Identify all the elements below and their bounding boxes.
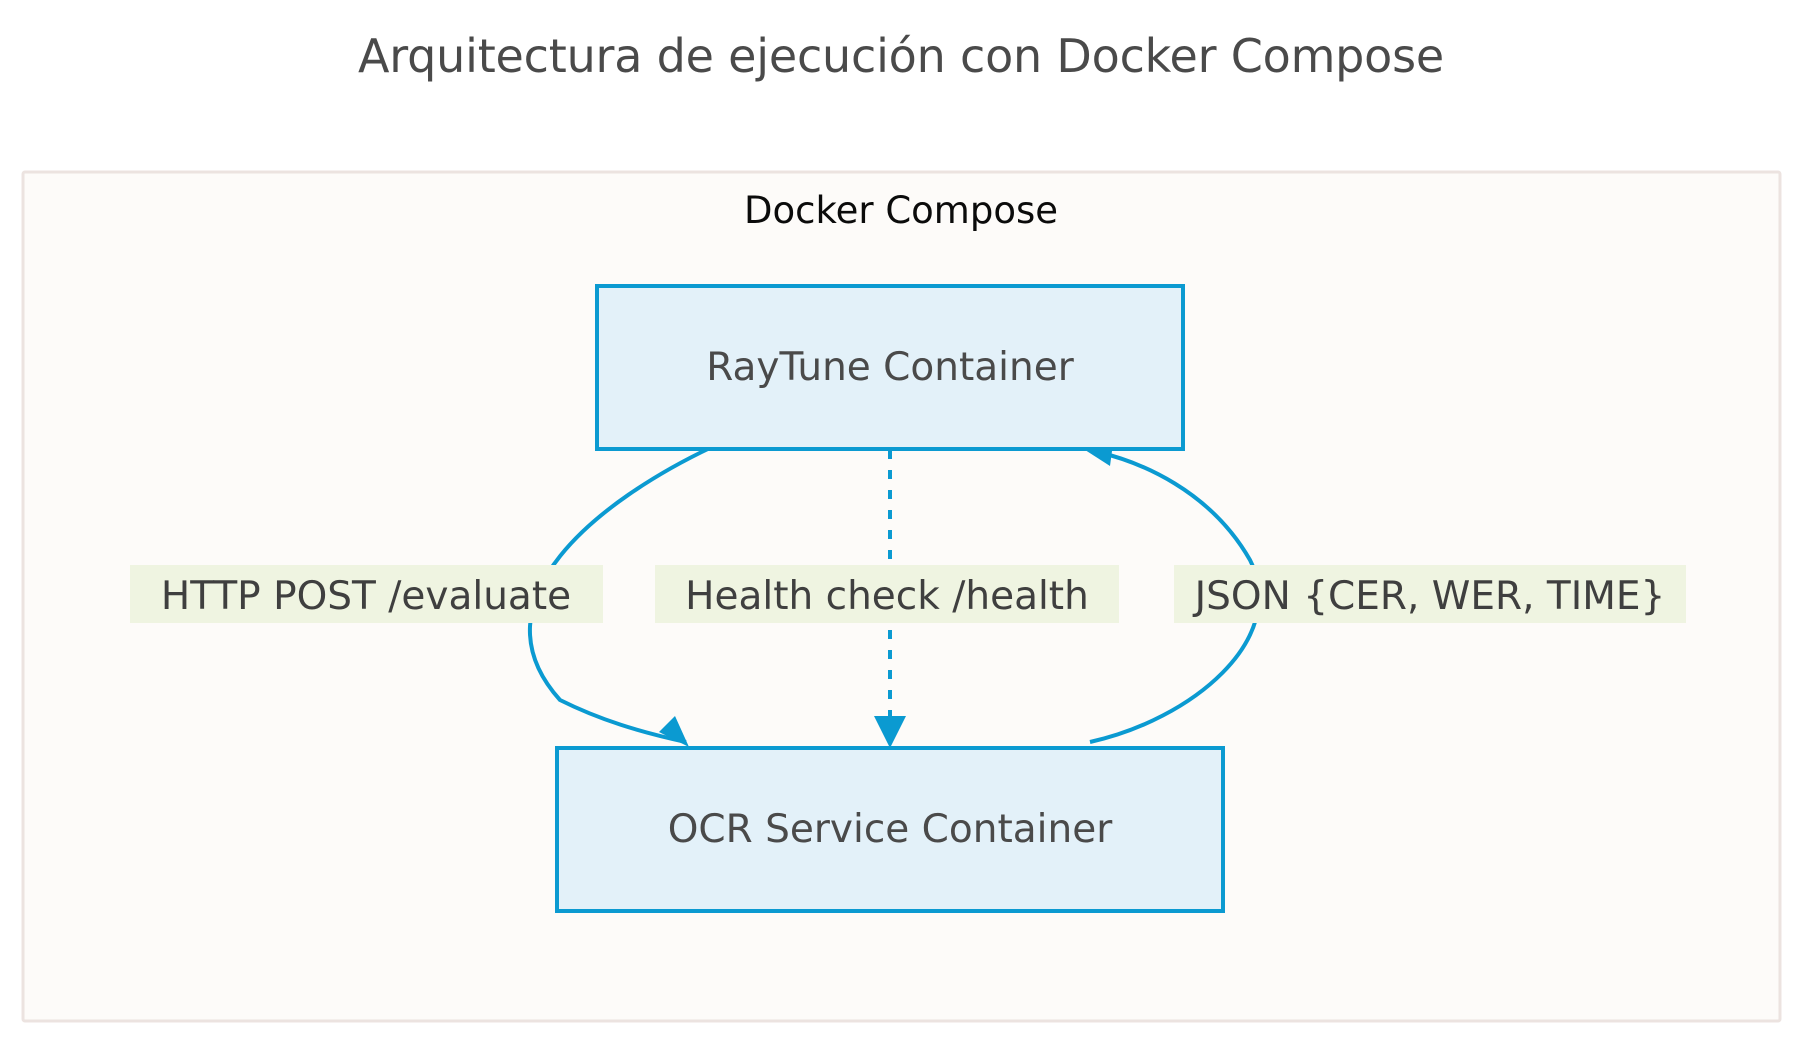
edge-label-post-evaluate: HTTP POST /evaluate — [130, 565, 603, 623]
edge-post-evaluate-path — [527, 445, 713, 744]
edge-label-post-evaluate-bg — [130, 565, 603, 623]
edge-label-json-metrics-bg — [1174, 565, 1686, 623]
page-title: Arquitectura de ejecución con Docker Com… — [358, 29, 1444, 83]
cluster-label: Docker Compose — [744, 189, 1058, 232]
node-raytune-container[interactable]: RayTune Container — [595, 284, 1185, 451]
edge-post-evaluate — [527, 445, 713, 747]
node-raytune-container-rect[interactable] — [595, 284, 1185, 451]
edge-post-evaluate-arrowhead — [659, 716, 689, 747]
edge-label-post-evaluate-text: HTTP POST /evaluate — [161, 574, 571, 619]
edge-label-health-check-bg — [655, 565, 1119, 623]
node-ocr-service-container[interactable]: OCR Service Container — [555, 746, 1225, 913]
node-raytune-container-label: RayTune Container — [706, 345, 1074, 390]
edge-label-json-metrics-text: JSON {CER, WER, TIME} — [1192, 574, 1666, 619]
edge-health-check-arrowhead — [874, 716, 906, 748]
edge-label-json-metrics: JSON {CER, WER, TIME} — [1174, 565, 1686, 623]
node-ocr-service-container-rect[interactable] — [555, 746, 1225, 913]
node-ocr-service-container-label: OCR Service Container — [668, 807, 1114, 852]
edge-label-health-check: Health check /health — [655, 565, 1119, 623]
edge-label-health-check-text: Health check /health — [685, 574, 1089, 619]
